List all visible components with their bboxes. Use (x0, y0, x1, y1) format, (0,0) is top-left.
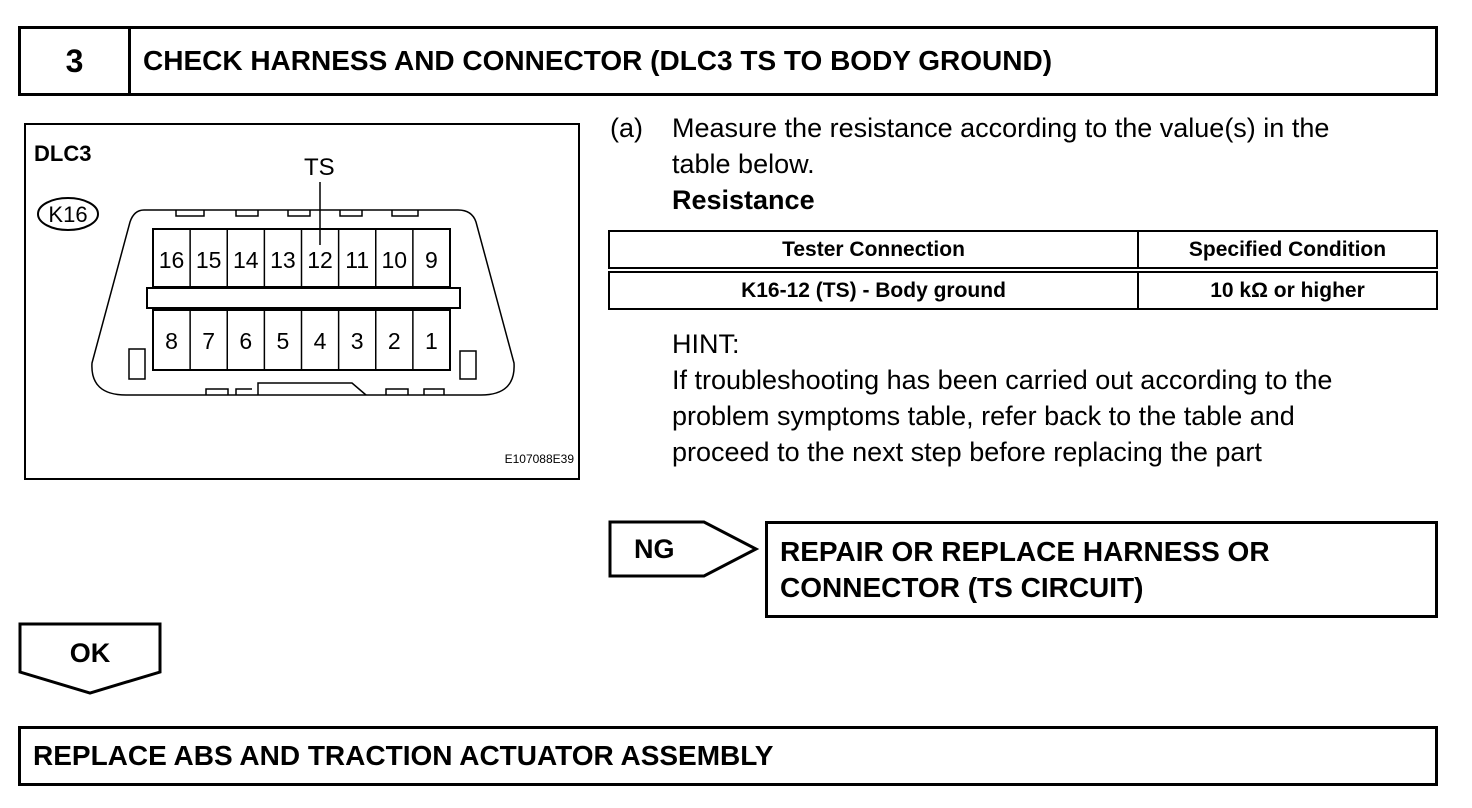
step-title: CHECK HARNESS AND CONNECTOR (DLC3 TS TO … (143, 45, 1053, 76)
next-action-text: REPLACE ABS AND TRACTION ACTUATOR ASSEMB… (33, 740, 774, 771)
right-latch (459, 350, 477, 380)
left-latch (128, 348, 146, 380)
step-header: 3 CHECK HARNESS AND CONNECTOR (DLC3 TS T… (18, 26, 1438, 96)
pin-13-label: 13 (270, 247, 296, 273)
hint-line-3: proceed to the next step before replacin… (672, 437, 1262, 467)
instruction-line-1: Measure the resistance according to the … (672, 113, 1330, 143)
resistance-heading: Resistance (672, 185, 815, 215)
step-number: 3 (21, 29, 131, 93)
pin-15-label: 15 (196, 247, 222, 273)
cell-tester-connection: K16-12 (TS) - Body ground (608, 269, 1139, 310)
header-specified-condition: Specified Condition (1137, 230, 1438, 273)
table-row: K16-12 (TS) - Body ground 10 kΩ or highe… (608, 269, 1438, 310)
hint-label: HINT: (672, 329, 740, 359)
pin-4-label: 4 (314, 328, 327, 354)
pin-2-label: 2 (388, 328, 401, 354)
pin-16-label: 16 (159, 247, 185, 273)
next-action-box: REPLACE ABS AND TRACTION ACTUATOR ASSEMB… (18, 726, 1438, 786)
pin-5-label: 5 (277, 328, 290, 354)
ok-label: OK (70, 638, 111, 668)
ng-action-line-1: REPAIR OR REPLACE HARNESS OR (780, 536, 1270, 567)
pin-7-label: 7 (202, 328, 215, 354)
ng-arrow: NG (608, 520, 760, 578)
table-header-row: Tester Connection Specified Condition (608, 230, 1438, 273)
pin-8-label: 8 (165, 328, 178, 354)
instruction-line-2: table below. (672, 149, 815, 179)
center-divider (146, 287, 461, 309)
pin-1-label: 1 (425, 328, 438, 354)
connector-body-outline (91, 209, 515, 396)
pin-14-label: 14 (233, 247, 259, 273)
item-marker: (a) (610, 113, 643, 143)
ng-action-box: REPAIR OR REPLACE HARNESS OR CONNECTOR (… (765, 521, 1438, 618)
connector-name: DLC3 (34, 141, 91, 166)
hint-line-2: problem symptoms table, refer back to th… (672, 401, 1295, 431)
cell-specified-condition: 10 kΩ or higher (1137, 269, 1438, 310)
pin-6-label: 6 (239, 328, 252, 354)
header-tester-connection: Tester Connection (608, 230, 1139, 273)
terminal-label: TS (304, 154, 335, 181)
ok-arrow: OK (18, 622, 162, 695)
pin-3-label: 3 (351, 328, 364, 354)
hint-line-1: If troubleshooting has been carried out … (672, 365, 1333, 395)
resistance-table: Tester Connection Specified Condition K1… (608, 230, 1438, 310)
pin-9-label: 9 (425, 247, 438, 273)
ng-label: NG (634, 534, 675, 564)
bottom-key (205, 382, 445, 396)
pin-11-label: 11 (345, 247, 369, 273)
connector-code: K16 (48, 202, 87, 227)
top-pin-labels: 16 15 14 13 12 11 10 9 (159, 247, 438, 273)
pin-10-label: 10 (382, 247, 408, 273)
pin-dividers (189, 229, 414, 370)
ng-action-line-2: CONNECTOR (TS CIRCUIT) (780, 572, 1144, 603)
pin-12-label: 12 (307, 247, 333, 273)
connector-code-oval (37, 197, 99, 231)
top-notches (175, 210, 419, 217)
figure-id: E107088E39 (505, 452, 575, 466)
